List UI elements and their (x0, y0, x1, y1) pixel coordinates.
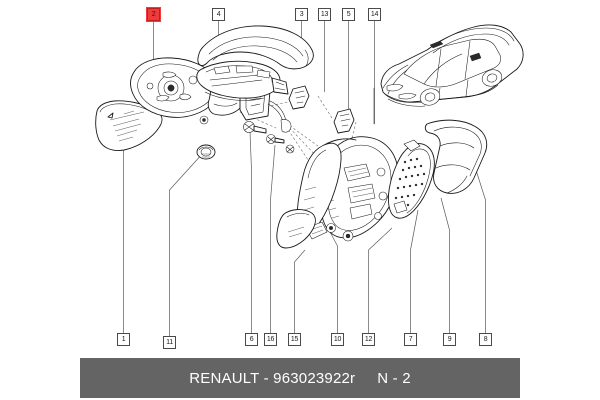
callout-9[interactable]: 9 (443, 333, 456, 346)
brand-and-part-number: RENAULT - 963023922r (189, 369, 356, 387)
fastener-screw-lower (266, 134, 285, 144)
mirror-glass-secondary-part (276, 209, 316, 249)
fastener-bolt-center (199, 115, 354, 242)
callout-4[interactable]: 4 (212, 8, 225, 21)
vehicle-illustration (373, 24, 524, 125)
retaining-clip-lower (333, 108, 355, 134)
wiring-grommet-part (196, 144, 216, 160)
callout-14[interactable]: 14 (368, 8, 381, 21)
callout-5[interactable]: 5 (342, 8, 355, 21)
mirror-glass-part (95, 100, 163, 151)
callout-10[interactable]: 10 (331, 333, 344, 346)
callout-1[interactable]: 1 (117, 333, 130, 346)
callout-16[interactable]: 16 (264, 333, 277, 346)
callout-12[interactable]: 12 (362, 333, 375, 346)
callout-3[interactable]: 3 (295, 8, 308, 21)
callout-2[interactable]: 2 (147, 8, 160, 21)
mirror-backing-plate-assembly (296, 136, 399, 240)
callout-8[interactable]: 8 (479, 333, 492, 346)
mirror-cover-cap-part (424, 119, 488, 194)
callout-13[interactable]: 13 (318, 8, 331, 21)
callout-6[interactable]: 6 (245, 333, 258, 346)
footer-title-bar: RENAULT - 963023922r N - 2 (80, 358, 520, 398)
callout-11[interactable]: 11 (163, 336, 176, 349)
retaining-clip-upper (288, 85, 310, 110)
callout-7[interactable]: 7 (404, 333, 417, 346)
mirror-upper-cover-part (197, 25, 314, 70)
mirror-support-frame (196, 60, 289, 101)
sheet-reference: N - 2 (377, 369, 411, 387)
mirror-mounting-bracket-part (387, 139, 435, 219)
callout-15[interactable]: 15 (288, 333, 301, 346)
fastener-screw-mid (285, 144, 295, 154)
leader-lines (123, 21, 486, 336)
fastener-screw-upper (243, 121, 267, 134)
